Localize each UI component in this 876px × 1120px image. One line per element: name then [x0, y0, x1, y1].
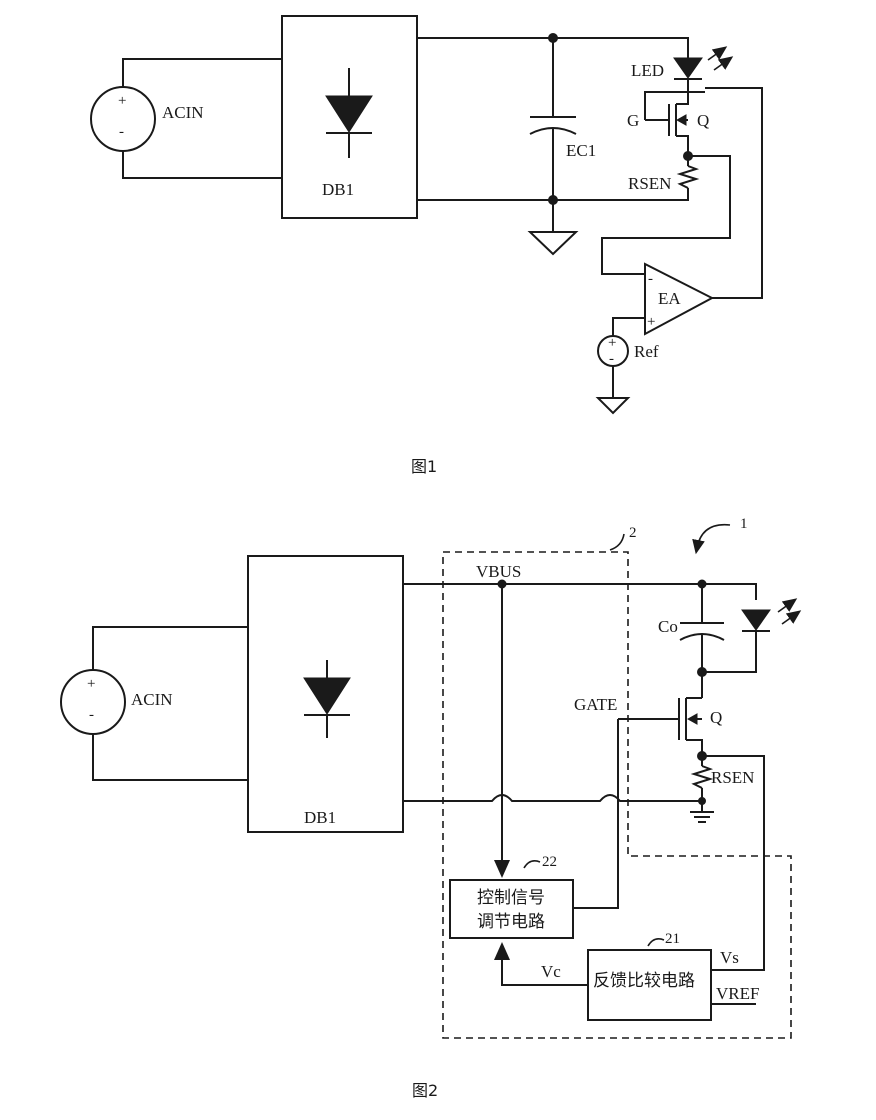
wire — [612, 317, 645, 336]
vc-wire — [494, 942, 588, 986]
wire — [92, 626, 248, 670]
error-amplifier-minus: - — [648, 271, 653, 287]
capacitor-ec1-label: EC1 — [566, 141, 596, 160]
vs-label: Vs — [720, 948, 739, 967]
wire — [122, 58, 282, 87]
figure-2-caption: 图2 — [412, 1081, 438, 1100]
mosfet-q2-label: Q — [710, 708, 722, 727]
wire — [705, 87, 763, 299]
block-21-ref: 21 — [665, 931, 680, 947]
led-2 — [702, 598, 802, 673]
reference-source-1: + - Ref — [595, 335, 659, 415]
error-amplifier-label: EA — [658, 289, 681, 308]
block-21-label: 反馈比较电路 — [593, 971, 695, 991]
block-22-line1: 控制信号 — [477, 888, 545, 908]
bridge-rectifier-1: DB1 — [281, 15, 418, 219]
bridge-rectifier-2-label: DB1 — [304, 808, 336, 827]
wire — [92, 734, 248, 781]
ac-source-2-minus: - — [89, 707, 94, 723]
reference-plus: + — [608, 335, 616, 351]
control-signal-adjust-block: 控制信号 调节电路 22 — [449, 854, 574, 939]
leader-line — [609, 533, 625, 551]
capacitor-ec1: EC1 — [529, 38, 596, 200]
vc-label: Vc — [541, 962, 561, 981]
sense-resistor-1-label: RSEN — [628, 174, 671, 193]
ac-source-2: + - ACIN — [60, 669, 173, 735]
ground-symbol — [527, 200, 579, 256]
block-22-ref: 22 — [542, 854, 557, 870]
ground-symbol — [595, 397, 631, 415]
sense-resistor-1: RSEN — [628, 156, 700, 193]
block-22-line2: 调节电路 — [477, 912, 545, 932]
wire — [122, 151, 282, 179]
sense-resistor-2-label: RSEN — [711, 768, 754, 787]
return-wire — [403, 794, 702, 802]
ac-source-1-minus: - — [119, 124, 124, 140]
figure-1: + - ACIN DB1 EC1 — [90, 15, 763, 476]
ref-1-arrow — [692, 523, 731, 555]
capacitor-co: Co — [658, 584, 725, 672]
vref-label: VREF — [716, 984, 759, 1003]
ac-source-1-label: ACIN — [162, 103, 204, 122]
module-2-boundary — [442, 551, 792, 1039]
reference-source-1-label: Ref — [634, 342, 659, 361]
error-amplifier-ea: - + EA — [644, 262, 715, 336]
mosfet-q2: GATE Q — [574, 672, 722, 756]
ac-source-2-label: ACIN — [131, 690, 173, 709]
led-1: LED — [631, 46, 734, 92]
vbus-label: VBUS — [476, 562, 521, 581]
wire — [553, 37, 689, 58]
reference-minus: - — [609, 351, 614, 367]
ac-source-2-plus: + — [87, 676, 95, 692]
mosfet-q1-label: Q — [697, 111, 709, 130]
figure-1-caption: 图1 — [411, 457, 437, 476]
figure-2: 2 1 + - ACIN DB1 VBUS — [60, 516, 802, 1100]
sense-resistor-2: RSEN — [690, 756, 754, 812]
error-amplifier-plus: + — [647, 314, 655, 330]
bridge-rectifier-2: DB1 — [247, 555, 404, 833]
capacitor-co-label: Co — [658, 617, 678, 636]
bridge-rectifier-1-label: DB1 — [322, 180, 354, 199]
wire — [601, 155, 731, 275]
mosfet-q1: G Q — [627, 91, 709, 156]
module-2-ref: 2 — [629, 525, 637, 541]
led-1-label: LED — [631, 61, 664, 80]
feedback-compare-block: 反馈比较电路 21 — [587, 931, 712, 1021]
ac-source-1-plus: + — [118, 93, 126, 109]
vbus-wire — [403, 583, 757, 600]
vs-wire — [702, 755, 765, 971]
gate-drive-wire — [573, 719, 619, 909]
ref-1-label: 1 — [740, 516, 748, 532]
ac-source-1: + - ACIN — [90, 86, 204, 152]
ground-symbol — [690, 811, 714, 823]
wire — [417, 188, 689, 201]
gate-label: GATE — [574, 695, 617, 714]
mosfet-q1-gate-label: G — [627, 111, 639, 130]
